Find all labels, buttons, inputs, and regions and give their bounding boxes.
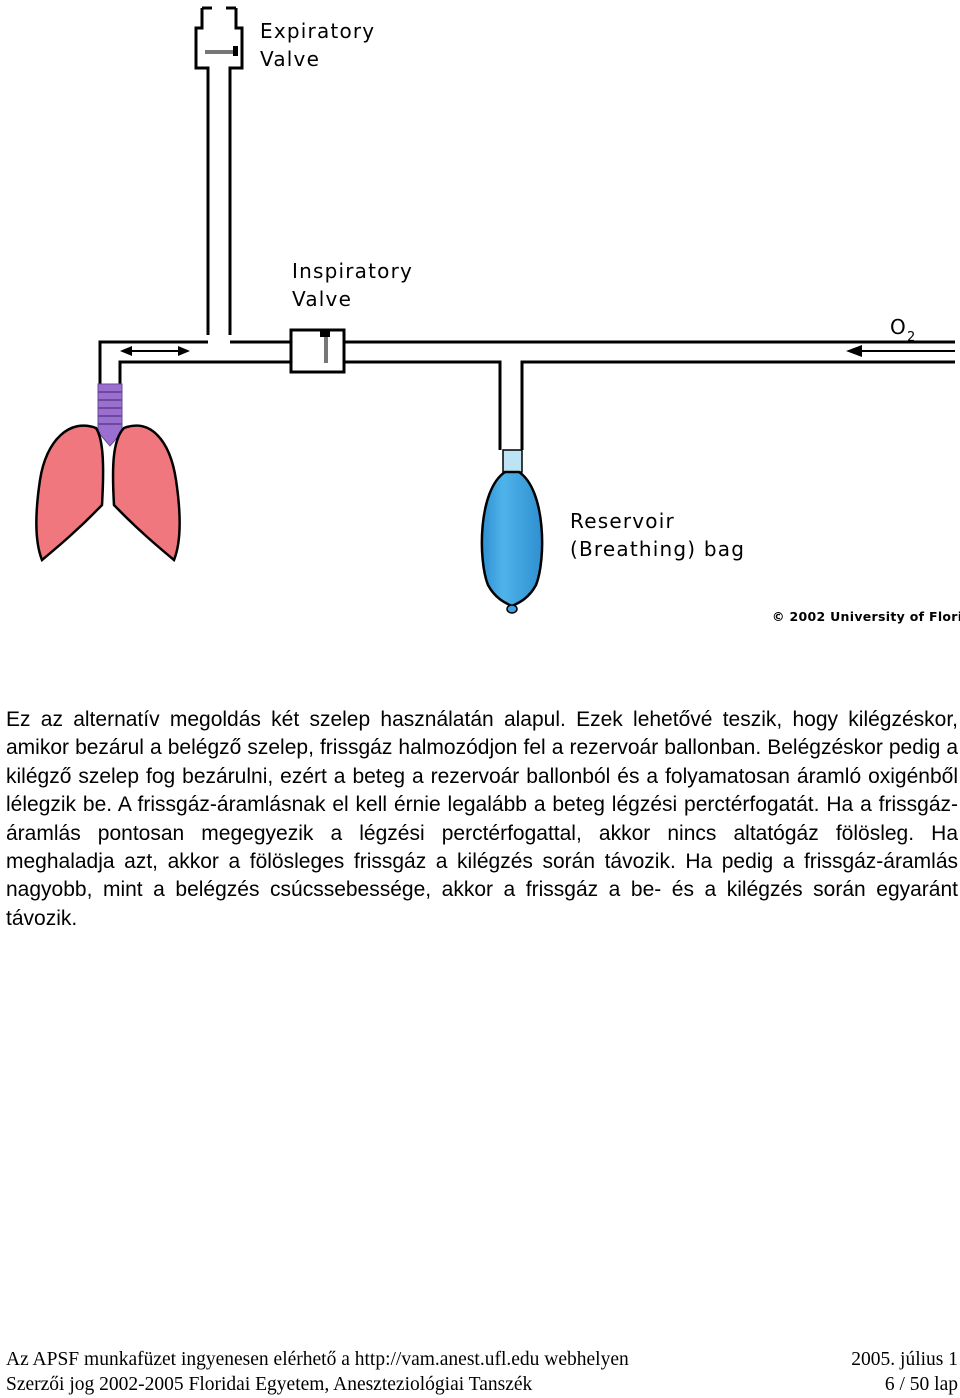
copyright-notice: © 2002 University of Florida. xyxy=(772,609,960,624)
expiratory-valve xyxy=(194,6,244,335)
footer-availability-text: Az APSF munkafüzet ingyenesen elérhető a… xyxy=(6,1349,629,1370)
reservoir-label-line1: Reservoir xyxy=(570,509,675,533)
lungs-illustration xyxy=(35,424,181,563)
airway-connector xyxy=(97,383,123,447)
tubing xyxy=(98,340,955,450)
reservoir-label-line2: (Breathing) bag xyxy=(570,537,745,561)
inspiratory-valve xyxy=(289,328,346,374)
o2-subscript: 2 xyxy=(907,330,916,345)
expiratory-valve-label-line1: Expiratory xyxy=(260,19,375,43)
footer-date: 2005. július 1 xyxy=(851,1349,958,1370)
bidirectional-arrow-icon xyxy=(120,346,190,356)
inspiratory-valve-label-line2: Valve xyxy=(292,287,352,311)
footer-line-1: Az APSF munkafüzet ingyenesen elérhető a… xyxy=(6,1349,958,1371)
o2-label: O2 xyxy=(890,315,916,345)
body-paragraph: Ez az alternatív megoldás két szelep has… xyxy=(6,708,958,930)
breathing-circuit-diagram: Expiratory Valve Inspiratory Valve O2 Re… xyxy=(35,6,960,624)
expiratory-valve-label-line2: Valve xyxy=(260,47,320,71)
footer-copyright-text: Szerzői jog 2002-2005 Floridai Egyetem, … xyxy=(6,1374,533,1395)
o2-label-text: O xyxy=(890,315,907,339)
o2-inflow-arrow-icon xyxy=(846,345,955,357)
footer-line-2: Szerzői jog 2002-2005 Floridai Egyetem, … xyxy=(6,1374,958,1396)
footer-page-number: 6 / 50 lap xyxy=(884,1374,958,1395)
reservoir-bag xyxy=(480,449,544,614)
inspiratory-valve-label-line1: Inspiratory xyxy=(292,259,413,283)
